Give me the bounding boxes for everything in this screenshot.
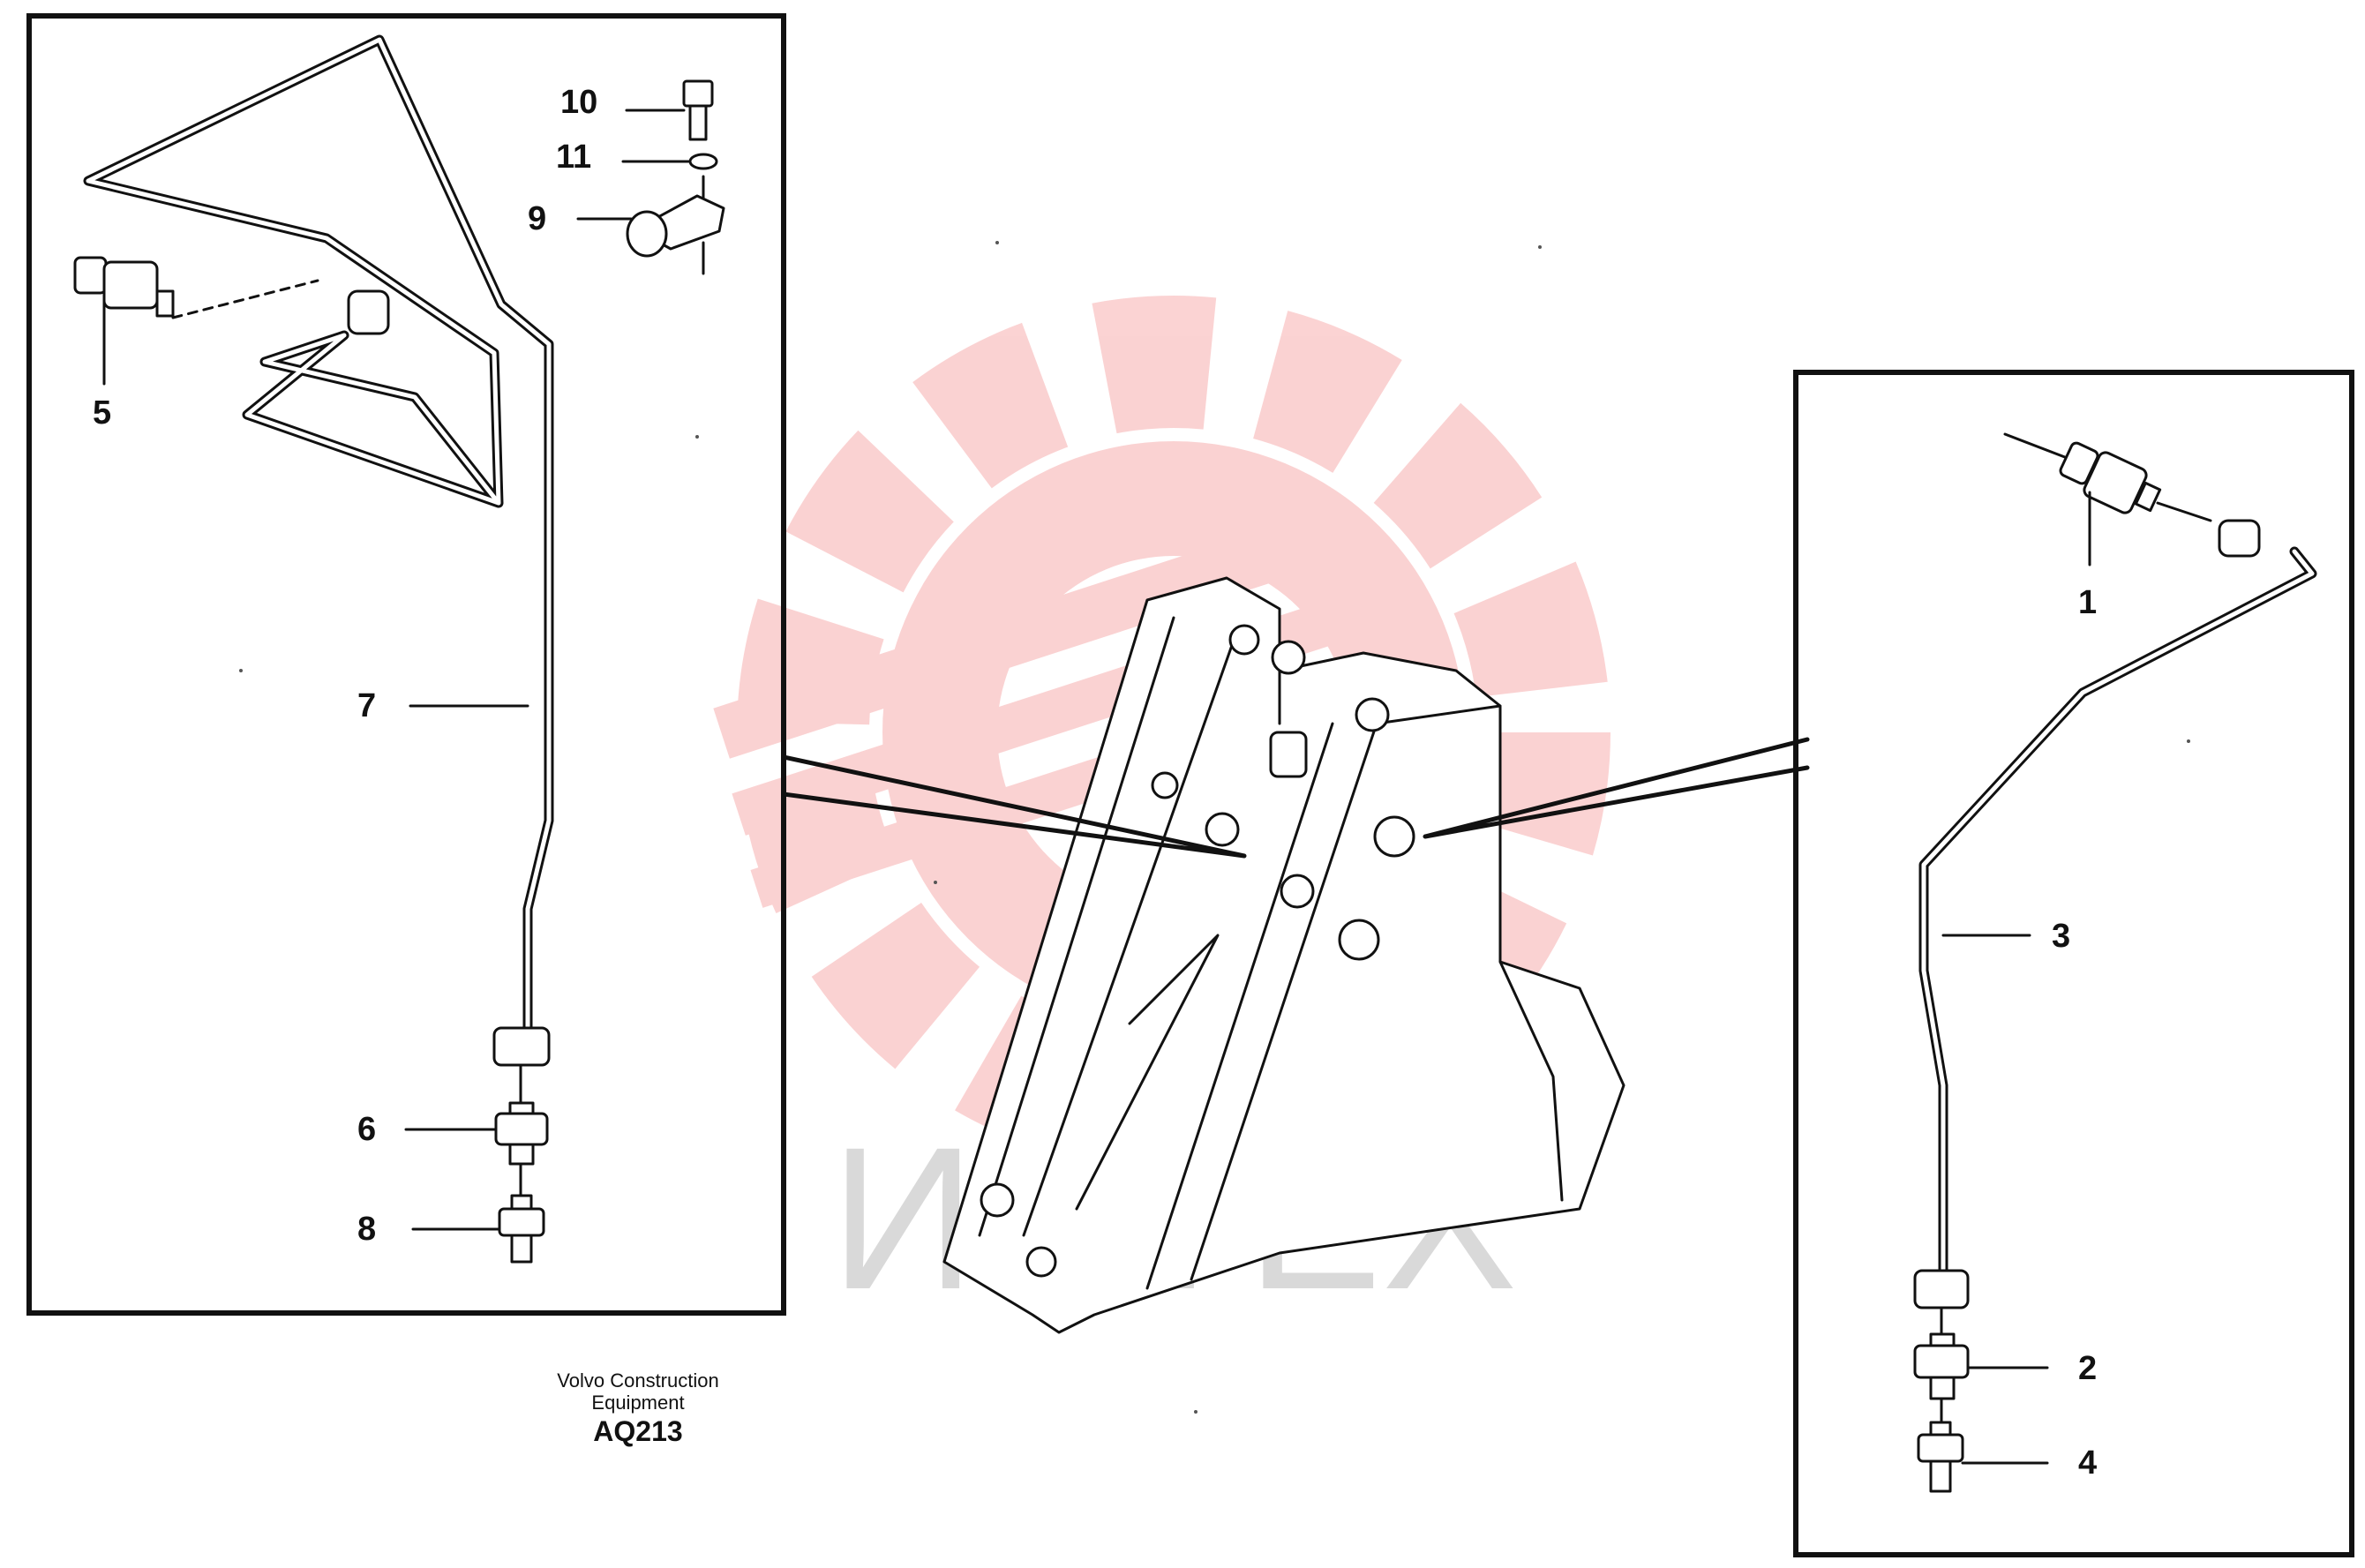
fitting-1 <box>2003 432 2261 558</box>
callout-11: 11 <box>556 139 591 176</box>
fitting-5 <box>73 256 390 335</box>
callout-8: 8 <box>357 1211 376 1248</box>
scan-specks <box>239 241 2190 1414</box>
callout-5: 5 <box>93 394 111 431</box>
fitting-6-8 <box>492 1026 551 1264</box>
caption-company: Volvo Construction <box>557 1369 718 1392</box>
caption-equipment: Equipment <box>591 1392 684 1414</box>
right-connector <box>1423 737 1810 839</box>
callout-4: 4 <box>2078 1444 2097 1482</box>
right-detail-frame <box>1793 370 2354 1557</box>
callout-10: 10 <box>560 84 597 121</box>
right-leaders <box>1941 491 2091 1465</box>
callout-1: 1 <box>2078 584 2097 621</box>
pipe-7 <box>83 34 554 1038</box>
pipe-3 <box>1918 546 2317 1289</box>
left-connector <box>781 754 1247 859</box>
callout-7: 7 <box>357 687 376 724</box>
left-leaders <box>102 109 690 1231</box>
callout-6: 6 <box>357 1111 376 1148</box>
caption-code: AQ213 <box>593 1415 682 1447</box>
callout-2: 2 <box>2078 1350 2097 1387</box>
callout-3: 3 <box>2052 918 2070 955</box>
callout-9: 9 <box>528 200 546 237</box>
clip-assembly <box>626 79 725 275</box>
boom-frame <box>942 576 1625 1334</box>
fitting-2-4 <box>1913 1269 1970 1493</box>
left-detail-frame <box>26 13 786 1316</box>
